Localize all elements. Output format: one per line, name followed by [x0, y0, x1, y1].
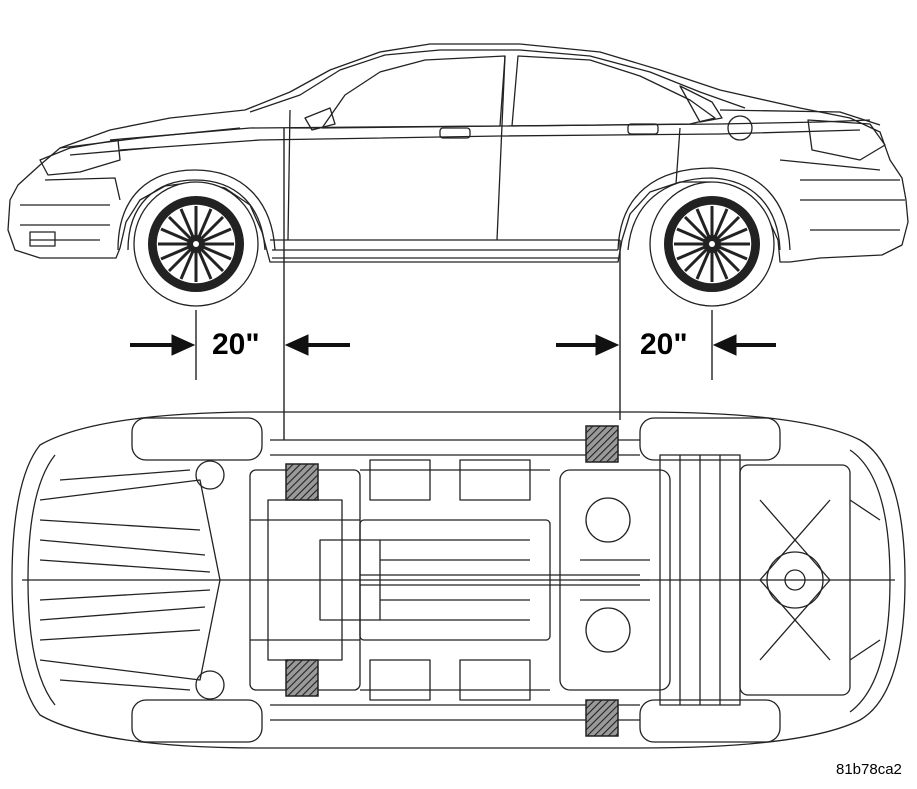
underbody-outline: [11, 411, 906, 749]
underbody-exhaust: [360, 574, 640, 586]
side-rear-wheel: [649, 181, 775, 307]
lift-pad-front-right: [285, 659, 319, 697]
underbody-transmission: [359, 519, 551, 641]
lift-pad-icon: [285, 425, 619, 737]
underbody-fuel-tank: [559, 469, 671, 691]
side-rocker: [270, 239, 620, 259]
car-underbody-view: [11, 411, 906, 749]
side-greenhouse: [249, 49, 746, 113]
side-rear-window: [511, 55, 716, 127]
side-front-wheel: [133, 181, 259, 307]
arrow-icon: [130, 334, 776, 356]
underbody-front-right-wheel: [131, 699, 263, 743]
side-quarter-window: [679, 85, 723, 123]
underbody-rear-left-wheel: [639, 417, 781, 461]
side-headlamp: [39, 139, 121, 176]
side-front-door-handle: [439, 127, 471, 139]
side-rear-door-handle: [627, 123, 659, 135]
underbody-left-rail: [270, 439, 640, 456]
front-dimension-label: 20": [212, 328, 260, 361]
car-side-view: [7, 43, 909, 263]
side-rear-wheel-arch: [617, 167, 791, 251]
underbody-right-rail: [270, 704, 640, 721]
figure-reference-code: 81b78ca2: [836, 761, 902, 778]
dimension-callouts: [195, 128, 713, 440]
underbody-rear-crossmember: [739, 464, 851, 696]
underbody-front-left-wheel: [131, 417, 263, 461]
side-tail-lamp: [807, 119, 886, 161]
side-front-wheel-arch: [117, 169, 276, 251]
side-front-door: [287, 109, 320, 241]
lift-pad-rear-left: [585, 425, 619, 463]
lift-pad-front-left: [285, 463, 319, 501]
underbody-engine-splash-shield: [39, 460, 225, 700]
lift-pad-rear-right: [585, 699, 619, 737]
side-rear-door: [496, 55, 506, 241]
side-rear-door-edge: [675, 127, 681, 185]
rear-dimension-label: 20": [640, 328, 688, 361]
underbody-rear-right-wheel: [639, 699, 781, 743]
side-mirror: [304, 107, 336, 131]
side-body-outline: [7, 43, 909, 263]
side-fog-lamp: [29, 231, 56, 247]
